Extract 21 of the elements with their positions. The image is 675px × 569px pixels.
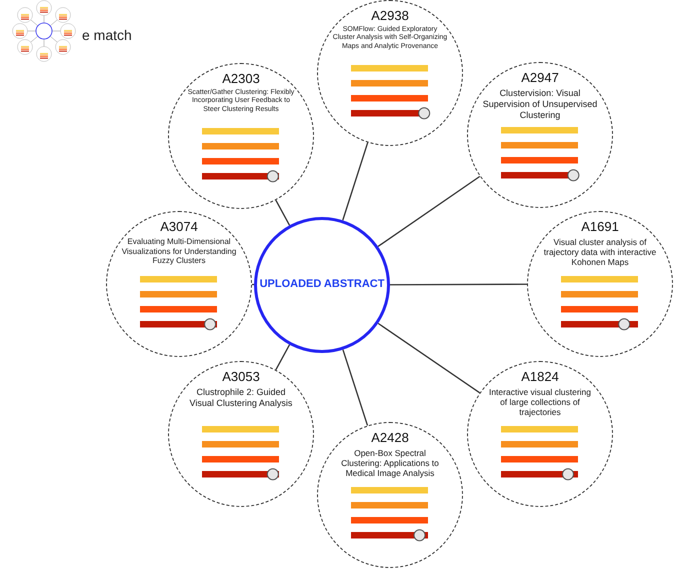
paper-id: A1691 (581, 219, 619, 235)
connector-line (275, 200, 290, 226)
paper-title: Clustervision: Visual Supervision of Unsupervised Clustering (482, 88, 598, 120)
connector-line (378, 176, 480, 247)
paper-title: Interactive visual clustering of large collections of trajectories (488, 387, 592, 418)
connector-line (390, 284, 527, 286)
paper-title: Clustrophile 2: Guided Visual Clustering Analysis (188, 387, 294, 409)
paper-id: A2303 (222, 71, 260, 87)
paper-id: A3053 (222, 369, 260, 385)
paper-id: A2428 (371, 430, 409, 446)
paper-title: Evaluating Multi-Dimensional Visualizations for Understanding Fuzzy Clusters (120, 237, 238, 266)
paper-title: Open-Box Spectral Clustering: Applications to Medical Image Analysis (340, 448, 440, 479)
paper-id: A2947 (521, 70, 559, 86)
connector-line (378, 322, 480, 394)
heading-text: e match (82, 26, 132, 44)
connector-line (275, 344, 290, 370)
paper-title: Visual cluster analysis of trajectory data with interactive Kohonen Maps (542, 237, 658, 268)
paper-id: A3074 (160, 219, 198, 235)
paper-id: A1824 (521, 369, 559, 385)
abstract-label: UPLOADED ABSTRACT (260, 278, 384, 292)
paper-id: A2938 (371, 8, 409, 24)
